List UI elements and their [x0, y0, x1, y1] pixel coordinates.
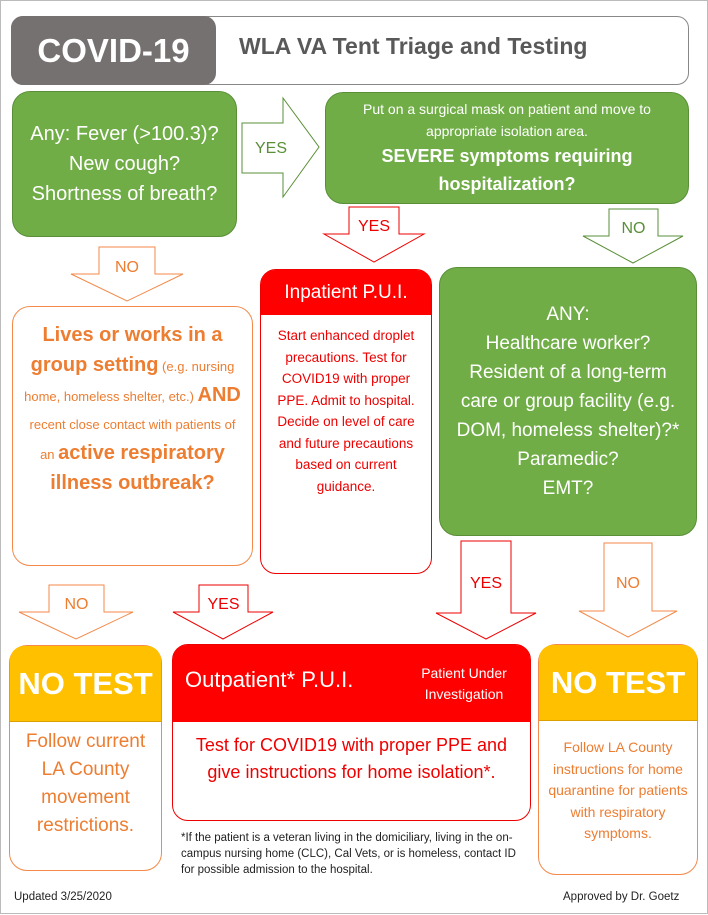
- footnote: *If the patient is a veteran living in t…: [181, 832, 516, 876]
- outpatient-box: Outpatient* P.U.I. Patient Under Investi…: [172, 644, 531, 821]
- arrow-group-no: [18, 584, 134, 640]
- no-test-right-box: NO TEST Follow LA County instructions fo…: [538, 644, 698, 875]
- healthcare-worker-question: Healthcare worker?: [485, 333, 651, 354]
- group-contact: recent close contact with patients of an: [29, 417, 236, 462]
- group-setting-bold: Lives or works in a group setting: [30, 324, 223, 376]
- inpatient-title: Inpatient P.U.I.: [261, 270, 431, 315]
- any-label: ANY:: [546, 304, 590, 325]
- arrow-label-q2-no: NO: [621, 220, 646, 237]
- inpatient-instructions: Start enhanced droplet precautions. Test…: [277, 328, 415, 494]
- no-test-left-body: Follow current LA County movement restri…: [25, 731, 146, 836]
- group-setting-examples: (e.g. nursing home, homeless shelter, et…: [24, 359, 235, 404]
- group-and: AND: [197, 384, 241, 406]
- group-setting-box: Lives or works in a group setting (e.g. …: [12, 306, 253, 566]
- arrow-label-group-yes: YES: [207, 596, 240, 613]
- severe-question: SEVERE symptoms requiring hospitalizatio…: [381, 146, 633, 194]
- no-test-right-body: Follow LA County instructions for home q…: [548, 739, 688, 841]
- covid-badge: COVID-19: [11, 16, 216, 85]
- page-title: WLA VA Tent Triage and Testing: [239, 33, 588, 59]
- paramedic-question: Paramedic?: [517, 449, 619, 470]
- no-test-left-title: NO TEST: [10, 646, 161, 722]
- outpatient-subtitle: Patient Under Investigation: [421, 665, 507, 702]
- arrow-any-no: [578, 542, 678, 638]
- inpatient-box: Inpatient P.U.I. Start enhanced droplet …: [260, 269, 432, 574]
- severe-question-box: Put on a surgical mask on patient and mo…: [325, 92, 689, 204]
- arrow-q1-no: [70, 246, 184, 302]
- arrow-q1-yes: [241, 96, 320, 199]
- no-test-right-title: NO TEST: [539, 645, 697, 721]
- symptom-question: Any: Fever (>100.3)? New cough? Shortnes…: [30, 123, 219, 205]
- updated-date: Updated 3/25/2020: [14, 891, 112, 903]
- arrow-q2-yes: [322, 206, 426, 263]
- no-test-left-box: NO TEST Follow current LA County movemen…: [9, 645, 162, 871]
- outpatient-header: Outpatient* P.U.I. Patient Under Investi…: [173, 645, 530, 722]
- outpatient-title: Outpatient* P.U.I.: [185, 667, 354, 692]
- group-outbreak: active respiratory illness outbreak?: [50, 442, 225, 494]
- approved-by: Approved by Dr. Goetz: [563, 891, 680, 903]
- risk-group-box: ANY: Healthcare worker? Resident of a lo…: [439, 267, 697, 536]
- arrow-label-q1-no: NO: [115, 259, 139, 276]
- arrow-group-yes: [172, 584, 274, 640]
- arrow-label-q2-yes: YES: [357, 218, 390, 235]
- arrow-label-any-yes: YES: [469, 575, 502, 592]
- arrow-label-any-no: NO: [616, 575, 640, 592]
- arrow-any-yes: [435, 540, 537, 640]
- symptom-question-box: Any: Fever (>100.3)? New cough? Shortnes…: [12, 91, 237, 237]
- arrow-q2-no: [582, 208, 684, 264]
- long-term-care-question: Resident of a long-term care or group fa…: [456, 362, 680, 441]
- arrow-label-group-no: NO: [64, 596, 89, 613]
- emt-question: EMT?: [542, 478, 594, 499]
- mask-instruction: Put on a surgical mask on patient and mo…: [363, 101, 651, 139]
- outpatient-instructions: Test for COVID19 with proper PPE and giv…: [195, 735, 508, 782]
- arrow-label-q1-yes: YES: [254, 140, 287, 157]
